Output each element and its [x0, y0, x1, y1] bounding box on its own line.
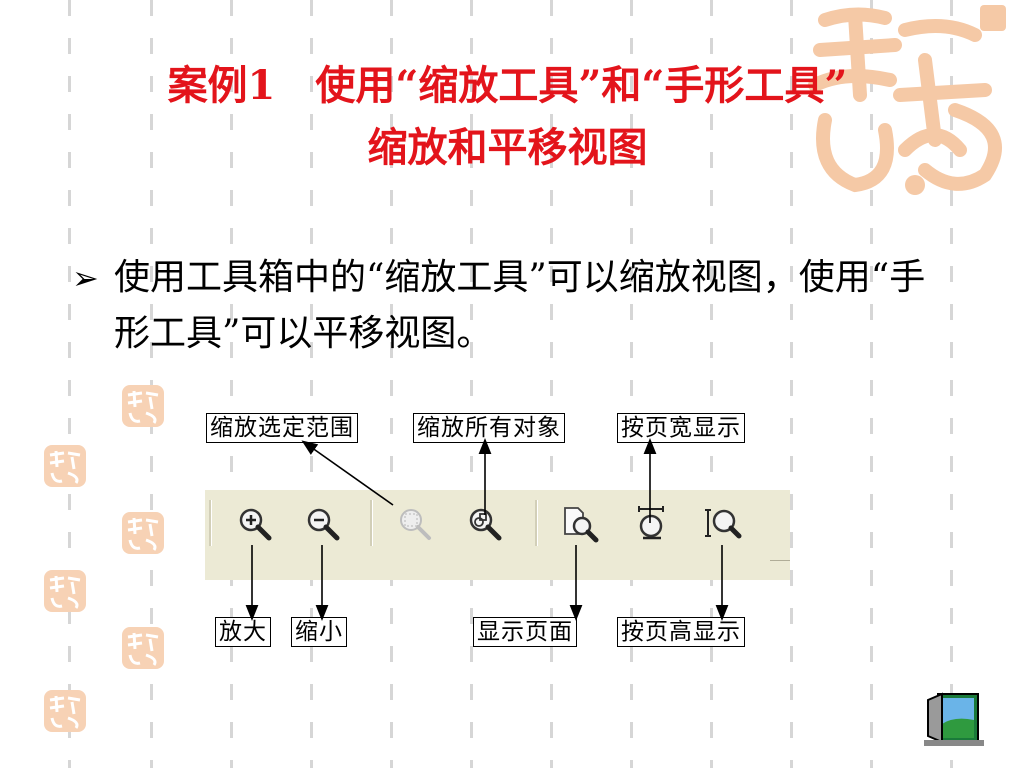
toolbar-separator — [535, 500, 538, 546]
title-line-1: 案例1 使用“缩放工具”和“手形工具” — [167, 62, 848, 109]
zoom-toolbar-diagram: 缩放选定范围 缩放所有对象 按页宽显示 — [200, 405, 800, 655]
show-page-button[interactable] — [560, 504, 600, 544]
seal-watermark-icon — [122, 627, 164, 669]
show-page-icon — [564, 507, 599, 543]
callout-fit-page-width: 按页宽显示 — [617, 413, 745, 443]
callout-show-page: 显示页面 — [473, 617, 577, 647]
zoom-all-objects-button[interactable] — [465, 504, 505, 544]
fit-page-width-icon — [638, 506, 664, 540]
fit-page-height-button[interactable] — [703, 504, 743, 544]
seal-watermark-icon — [122, 385, 164, 427]
seal-watermark-icon — [44, 445, 86, 487]
callout-zoom-in: 放大 — [215, 617, 271, 647]
zoom-in-button[interactable] — [235, 504, 275, 544]
slide-title: 案例1 使用“缩放工具”和“手形工具” 缩放和平移视图 — [20, 55, 995, 179]
callout-fit-page-height: 按页高显示 — [617, 617, 745, 647]
toolbar-edge — [770, 560, 790, 561]
zoom-toolbar — [205, 490, 790, 580]
zoom-out-icon — [307, 508, 340, 541]
toolbar-separator — [370, 500, 373, 546]
fit-page-height-icon — [705, 509, 742, 539]
fit-page-width-button[interactable] — [633, 504, 673, 544]
bullet-arrow-icon: ➢ — [72, 259, 99, 297]
toolbar-separator — [209, 500, 212, 546]
seal-watermark-icon — [44, 690, 86, 732]
seal-watermark-icon — [122, 512, 164, 554]
bullet-text: 使用工具箱中的“缩放工具”可以缩放视图，使用“手形工具”可以平移视图。 — [114, 257, 926, 354]
exit-door-icon[interactable] — [924, 690, 984, 746]
zoom-selection-button[interactable] — [395, 504, 435, 544]
callout-zoom-out: 缩小 — [291, 617, 347, 647]
callout-arrows — [245, 438, 729, 621]
seal-watermark-icon — [44, 570, 86, 612]
zoom-selection-icon — [400, 509, 431, 540]
callout-zoom-selection: 缩放选定范围 — [206, 413, 358, 443]
seal-watermark-icon — [808, 5, 1006, 195]
bullet-point: ➢ 使用工具箱中的“缩放工具”可以缩放视图，使用“手形工具”可以平移视图。 — [72, 250, 952, 362]
zoom-out-button[interactable] — [303, 504, 343, 544]
zoom-all-objects-icon — [469, 508, 502, 541]
title-line-2: 缩放和平移视图 — [367, 124, 648, 171]
zoom-in-icon — [239, 508, 272, 541]
